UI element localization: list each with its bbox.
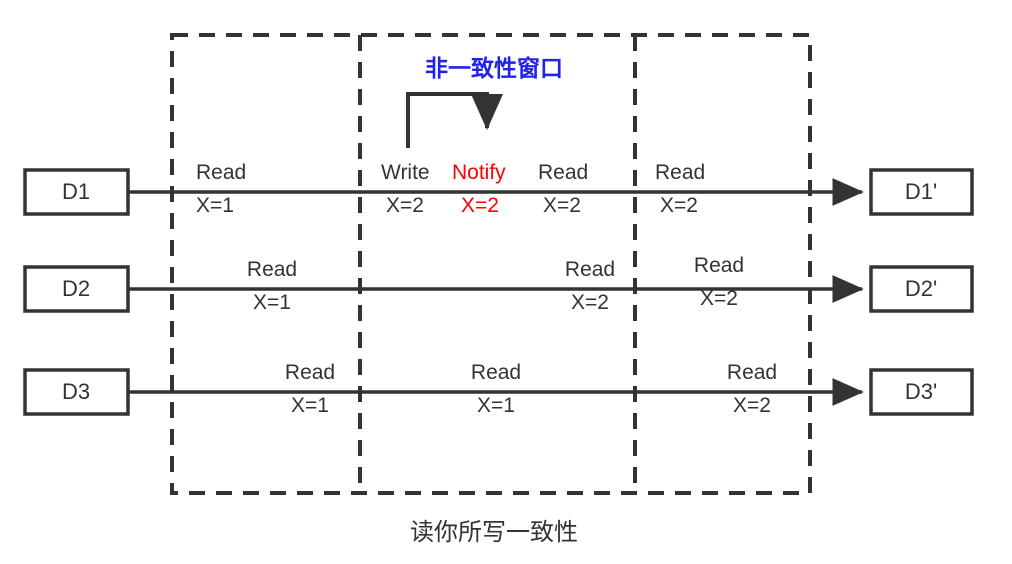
inconsistency-window-title: 非一致性窗口	[425, 56, 563, 82]
d3-event-3-op: Read	[726, 361, 778, 384]
notify-propagation-arrow	[406, 92, 503, 148]
d1-event-4-value: X=2	[543, 194, 581, 217]
d1-event-3-op: Notify	[452, 161, 506, 184]
inconsistency-region-outline	[170, 33, 812, 495]
d1-event-4-op: Read	[538, 161, 589, 184]
node-label-d2-prime: D2'	[904, 276, 938, 301]
diagram-caption: 读你所写一致性	[410, 518, 578, 546]
d2-event-1-value: X=1	[253, 291, 291, 314]
node-box-d2	[23, 265, 130, 313]
d2-event-3-value: X=2	[700, 287, 738, 310]
node-label-d1: D1	[61, 179, 91, 204]
d1-event-1-value: X=1	[196, 194, 234, 217]
d1-event-5-value: X=2	[660, 194, 698, 217]
d3-event-3-value: X=2	[733, 394, 771, 417]
d3-event-1-value: X=1	[291, 394, 329, 417]
d1-event-2-value: X=2	[386, 194, 424, 217]
d3-event-1-op: Read	[284, 361, 336, 384]
node-box-d2-prime	[869, 265, 974, 313]
d2-event-1-op: Read	[246, 258, 298, 281]
node-label-d2: D2	[61, 276, 91, 301]
d1-event-5-op: Read	[655, 161, 706, 184]
d3-event-2-op: Read	[470, 361, 522, 384]
d2-event-2-op: Read	[564, 258, 616, 281]
d1-event-3-value: X=2	[461, 194, 499, 217]
d1-event-2-op: Write	[381, 161, 430, 184]
node-label-d3-prime: D3'	[904, 379, 938, 404]
node-label-d3: D3	[61, 379, 91, 404]
node-box-d1-prime	[869, 168, 974, 216]
d2-event-3-op: Read	[693, 254, 745, 277]
d2-event-2-value: X=2	[571, 291, 609, 314]
node-box-d3-prime	[869, 368, 974, 416]
d3-event-2-value: X=1	[477, 394, 515, 417]
d1-event-1-op: Read	[196, 161, 247, 184]
node-label-d1-prime: D1'	[904, 179, 938, 204]
